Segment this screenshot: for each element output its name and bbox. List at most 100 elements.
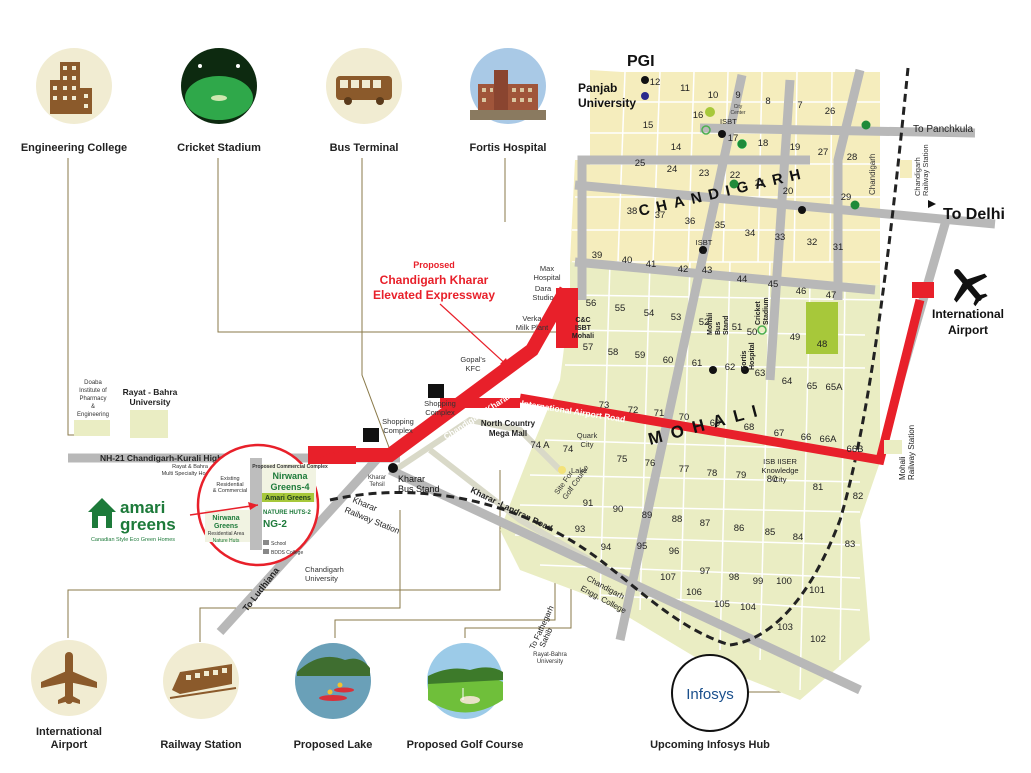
railway-lines bbox=[329, 67, 910, 647]
pgi-marker bbox=[641, 76, 649, 84]
svg-text:To Ludhiana: To Ludhiana bbox=[241, 565, 282, 614]
svg-text:Mohali: Mohali bbox=[898, 456, 907, 480]
svg-text:Rayat - Bahra: Rayat - Bahra bbox=[123, 387, 178, 397]
local-lanes bbox=[393, 416, 592, 563]
mohali-sector-51: 51 bbox=[732, 322, 743, 333]
chandigarh-sector-40: 40 bbox=[622, 255, 633, 266]
svg-text:NG-2: NG-2 bbox=[263, 519, 287, 530]
bottom-icon-golf-label: Proposed Golf Course bbox=[407, 739, 524, 751]
svg-text:Verka: Verka bbox=[522, 314, 542, 323]
chandigarh-sector-20: 20 bbox=[783, 186, 794, 197]
green-sector-48 bbox=[806, 302, 838, 354]
chandigarh-sector-47: 47 bbox=[826, 290, 837, 301]
mohali-sector-49: 49 bbox=[790, 332, 801, 343]
svg-text:Bus Stand: Bus Stand bbox=[398, 484, 440, 494]
chandigarh-sector-46: 46 bbox=[796, 286, 807, 297]
chandigarh-sector-44: 44 bbox=[737, 274, 748, 285]
mohali-sector-66: 66 bbox=[801, 432, 812, 443]
chandigarh-sector-36: 36 bbox=[685, 216, 696, 227]
mohali-sector-63: 63 bbox=[755, 368, 766, 379]
svg-text:Knowledge: Knowledge bbox=[761, 466, 798, 475]
mohali-sector-62: 62 bbox=[725, 362, 736, 373]
mohali-sector-95: 95 bbox=[637, 541, 648, 552]
svg-text:Stand: Stand bbox=[723, 316, 730, 335]
chandigarh-sector-21: 21 bbox=[755, 178, 766, 189]
mohali-sector-54: 54 bbox=[644, 308, 655, 319]
panjab-university-label-2: University bbox=[578, 96, 636, 110]
mohali-sector-67: 67 bbox=[774, 428, 785, 439]
svg-text:Center: Center bbox=[730, 110, 745, 116]
svg-text:Doaba: Doaba bbox=[84, 380, 102, 386]
svg-text:II: II bbox=[702, 247, 706, 256]
chandigarh-sector-26: 26 bbox=[825, 106, 836, 117]
chandigarh-sector-18: 18 bbox=[758, 138, 769, 149]
svg-text:BDDS College: BDDS College bbox=[271, 550, 303, 556]
svg-text:Canadian Style Eco Green Homes: Canadian Style Eco Green Homes bbox=[91, 537, 175, 543]
svg-text:International: International bbox=[932, 307, 1004, 321]
svg-text:Rayat-Bahra: Rayat-Bahra bbox=[533, 652, 567, 658]
mohali-sector-87: 87 bbox=[700, 518, 711, 529]
mohali-sector-78: 78 bbox=[707, 468, 718, 479]
svg-text:ISBT: ISBT bbox=[720, 117, 737, 126]
bottom-icon-infosys: Infosys Upcoming Infosys Hub bbox=[650, 654, 770, 751]
airplane-icon bbox=[953, 268, 988, 307]
svg-text:School: School bbox=[271, 541, 286, 547]
amari-greens-logo: amari greens Canadian Style Eco Green Ho… bbox=[88, 498, 176, 543]
mohali-sector-65: 65 bbox=[807, 381, 818, 392]
mohali-sector-85: 85 bbox=[765, 527, 776, 538]
svg-text:Elevated Expressway: Elevated Expressway bbox=[373, 288, 495, 302]
airport-marker: International Airport bbox=[932, 268, 1004, 337]
chandigarh-sector-12: 12 bbox=[650, 77, 661, 88]
building-icon bbox=[50, 62, 92, 114]
expressway-title: Proposed Chandigarh Kharar Elevated Expr… bbox=[373, 260, 511, 369]
svg-text:Shopping: Shopping bbox=[382, 417, 414, 426]
mohali-sector-98: 98 bbox=[729, 572, 740, 583]
mohali-sector-55: 55 bbox=[615, 303, 626, 314]
expressway bbox=[308, 282, 934, 466]
bus-icon bbox=[336, 76, 392, 105]
mohali-sector-65A: 65A bbox=[826, 382, 844, 393]
to-delhi-label: To Delhi bbox=[943, 206, 1005, 223]
svg-text:Pharmacy: Pharmacy bbox=[79, 396, 106, 402]
mohali-sector-84: 84 bbox=[793, 532, 804, 543]
svg-text:amari: amari bbox=[120, 498, 165, 517]
svg-text:Cricket: Cricket bbox=[755, 301, 762, 325]
mohali-sector-103: 103 bbox=[777, 622, 793, 633]
infosys-logo-icon: Infosys bbox=[686, 686, 734, 703]
svg-text:Complex: Complex bbox=[425, 408, 455, 417]
chandigarh-sector-33: 33 bbox=[775, 232, 786, 243]
airplane-icon bbox=[41, 652, 97, 704]
svg-text:University: University bbox=[129, 397, 170, 407]
pgi-label: PGI bbox=[627, 53, 655, 70]
mohali-sector-75: 75 bbox=[617, 454, 628, 465]
chandigarh-sector-7: 7 bbox=[797, 100, 802, 111]
bottom-icon-railway: Railway Station bbox=[160, 643, 242, 751]
mohali-sector-57: 57 bbox=[583, 342, 594, 353]
chandigarh-sector-10: 10 bbox=[708, 90, 719, 101]
mohali-sector-91: 91 bbox=[583, 498, 594, 509]
svg-text:Milk Plant: Milk Plant bbox=[516, 323, 549, 332]
top-icon-cricket-label: Cricket Stadium bbox=[177, 142, 261, 154]
mohali-sector-52: 52 bbox=[699, 317, 710, 328]
bottom-icon-railway-label: Railway Station bbox=[160, 739, 242, 751]
svg-text:Existing: Existing bbox=[220, 476, 239, 482]
mohali-sector-82: 82 bbox=[853, 491, 864, 502]
bottom-icon-lake: Proposed Lake bbox=[294, 643, 372, 751]
chandigarh-sector-17: 17 bbox=[728, 133, 739, 144]
top-icon-cricket: Cricket Stadium bbox=[177, 48, 261, 154]
svg-text:Mohali: Mohali bbox=[707, 313, 714, 335]
svg-text:Dara: Dara bbox=[535, 284, 552, 293]
svg-text:Rayat & Bahra: Rayat & Bahra bbox=[172, 464, 209, 470]
mohali-sector-71: 71 bbox=[654, 408, 665, 419]
chandigarh-sector-25: 25 bbox=[635, 158, 646, 169]
mohali-sector-72: 72 bbox=[628, 405, 639, 416]
mohali-sector-77: 77 bbox=[679, 464, 690, 475]
chandigarh-sector-9: 9 bbox=[735, 90, 740, 101]
svg-text:Nature Huts: Nature Huts bbox=[213, 538, 240, 544]
chandigarh-sector-31: 31 bbox=[833, 242, 844, 253]
svg-text:Proposed Commercial Complex: Proposed Commercial Complex bbox=[252, 464, 328, 470]
golf-icon bbox=[428, 667, 503, 713]
mohali-sector-68: 68 bbox=[744, 422, 755, 433]
